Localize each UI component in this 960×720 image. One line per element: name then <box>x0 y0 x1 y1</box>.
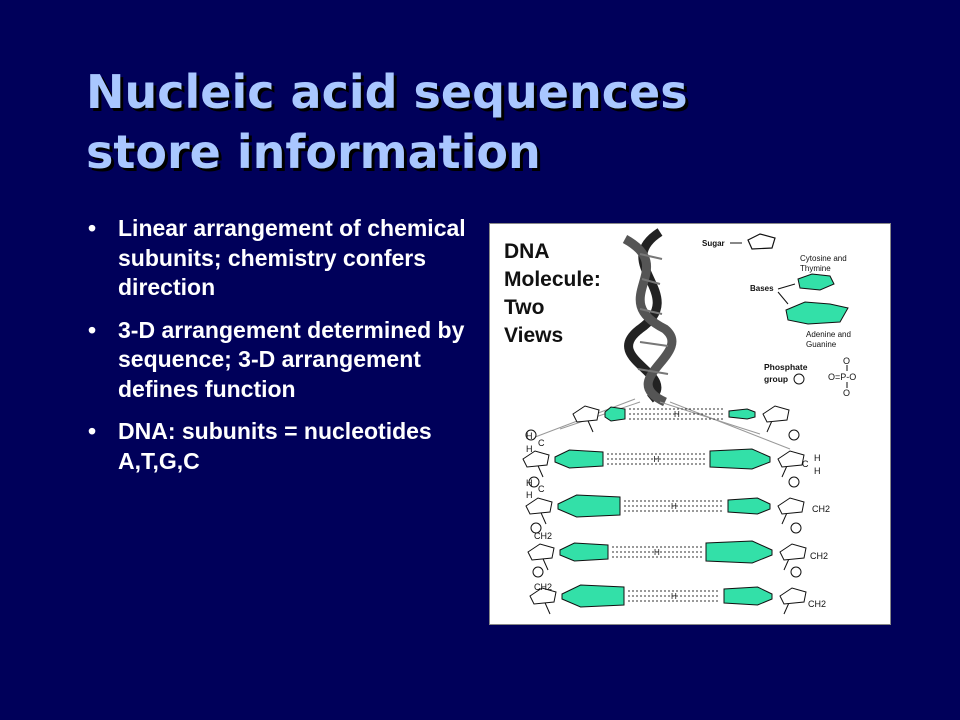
atom-label: H <box>526 478 533 488</box>
atom-label: H <box>526 490 533 500</box>
phosphate-circle-icon <box>790 522 802 534</box>
atom-label: H <box>526 444 533 454</box>
legend-thymine-label: Thymine <box>800 264 831 273</box>
atom-label: CH2 <box>534 582 552 592</box>
phosphate-circle-icon <box>793 373 805 385</box>
sugar-pentagon-icon <box>572 405 600 423</box>
nucleotide-base-icon <box>559 542 609 562</box>
nucleotide-base-icon <box>709 448 771 470</box>
slide-title: Nucleic acid sequences store information <box>86 62 886 182</box>
sugar-pentagon-icon <box>529 587 557 605</box>
legend-phosphate-label: Phosphate <box>764 362 808 372</box>
svg-text:O: O <box>843 356 850 366</box>
phosphate-circle-icon <box>788 429 800 441</box>
atom-labels: H C H H C H CH2 CH2 C H H CH2 CH2 CH2 <box>526 431 830 609</box>
figure-heading-line: Two <box>504 296 544 319</box>
bullet-text: Linear arrangement of chemical subunits;… <box>118 215 466 300</box>
figure-heading-line: Views <box>504 324 563 347</box>
bullet-item: • Linear arrangement of chemical subunit… <box>80 214 480 303</box>
atom-label: CH2 <box>812 504 830 514</box>
phosphate-circle-icon <box>788 476 800 488</box>
hydrogen-label: H <box>671 502 677 511</box>
phosphate-structure-icon: O O=P-O O <box>828 356 856 398</box>
legend-adenine-label: Adenine and <box>806 330 851 339</box>
atom-label: C <box>538 484 545 494</box>
dna-figure: DNA Molecule: Two Views Sugar <box>489 223 891 625</box>
legend-sugar-label: Sugar <box>702 239 725 248</box>
phosphate-circle-icon <box>532 566 544 578</box>
hydrogen-label: H <box>674 410 680 419</box>
atom-label: CH2 <box>534 531 552 541</box>
sugar-pentagon-icon <box>525 497 553 515</box>
bullet-text: DNA: subunits = nucleotides A,T,G,C <box>118 418 432 474</box>
bullet-dot-icon: • <box>88 316 97 343</box>
atom-label: CH2 <box>808 599 826 609</box>
phosphate-circle-icon <box>530 522 542 534</box>
bullet-dot-icon: • <box>88 215 97 241</box>
hydrogen-label: H <box>671 592 677 601</box>
atom-label: CH2 <box>810 551 828 561</box>
atom-label: C <box>538 438 545 448</box>
title-line-2: store information <box>86 125 541 179</box>
bullet-item: • 3-D arrangement determined by sequence… <box>80 316 480 405</box>
dna-diagram: DNA Molecule: Two Views Sugar <box>504 228 856 615</box>
bullet-item: • DNA: subunits = nucleotides A,T,G,C <box>80 417 480 476</box>
hydrogen-label: H <box>654 548 660 557</box>
atom-label: H <box>526 431 533 441</box>
atom-label: H <box>814 466 821 476</box>
legend-guanine-label: Guanine <box>806 340 837 349</box>
phosphate-circle-icon <box>528 476 540 488</box>
bullet-dot-icon: • <box>88 418 97 444</box>
nucleotide-base-icon <box>561 584 625 608</box>
figure-heading-line: Molecule: <box>504 268 601 291</box>
sugar-pentagon-icon <box>522 450 550 468</box>
legend-group-label: group <box>764 374 788 384</box>
atom-label: C <box>802 459 809 469</box>
nucleotide-base-icon <box>554 449 604 469</box>
sugar-pentagon-icon <box>779 587 807 605</box>
nucleotide-base-icon <box>557 494 621 518</box>
nucleotide-base-icon <box>728 408 756 420</box>
hydrogen-label: H <box>654 455 660 464</box>
sugar-pentagon-icon <box>762 405 790 423</box>
phosphate-circle-icon <box>525 429 537 441</box>
bullet-list: • Linear arrangement of chemical subunit… <box>80 214 480 489</box>
bullet-text: 3-D arrangement determined by sequence; … <box>118 316 465 402</box>
nucleotide-base-icon <box>604 406 626 422</box>
purine-base-icon <box>785 301 849 325</box>
sugar-pentagon-icon <box>777 497 805 515</box>
nucleotide-base-icon <box>727 497 771 515</box>
sugar-pentagon-icon <box>747 233 776 250</box>
svg-text:O: O <box>843 388 850 398</box>
title-line-1: Nucleic acid sequences <box>86 65 688 119</box>
phosphate-circle-icon <box>790 566 802 578</box>
legend-bases-label: Bases <box>750 284 774 293</box>
pyrimidine-base-icon <box>797 273 835 291</box>
figure-heading-line: DNA <box>504 240 550 263</box>
double-helix-icon <box>529 228 791 450</box>
atom-label: H <box>814 453 821 463</box>
nucleotide-base-icon <box>723 586 773 606</box>
sugar-pentagon-icon <box>777 450 805 468</box>
nucleotide-base-icon <box>705 540 773 564</box>
svg-text:O=P-O: O=P-O <box>828 372 856 382</box>
sugar-pentagon-icon <box>779 543 807 561</box>
sugar-pentagon-icon <box>527 543 555 561</box>
legend-cytosine-label: Cytosine and <box>800 254 847 263</box>
